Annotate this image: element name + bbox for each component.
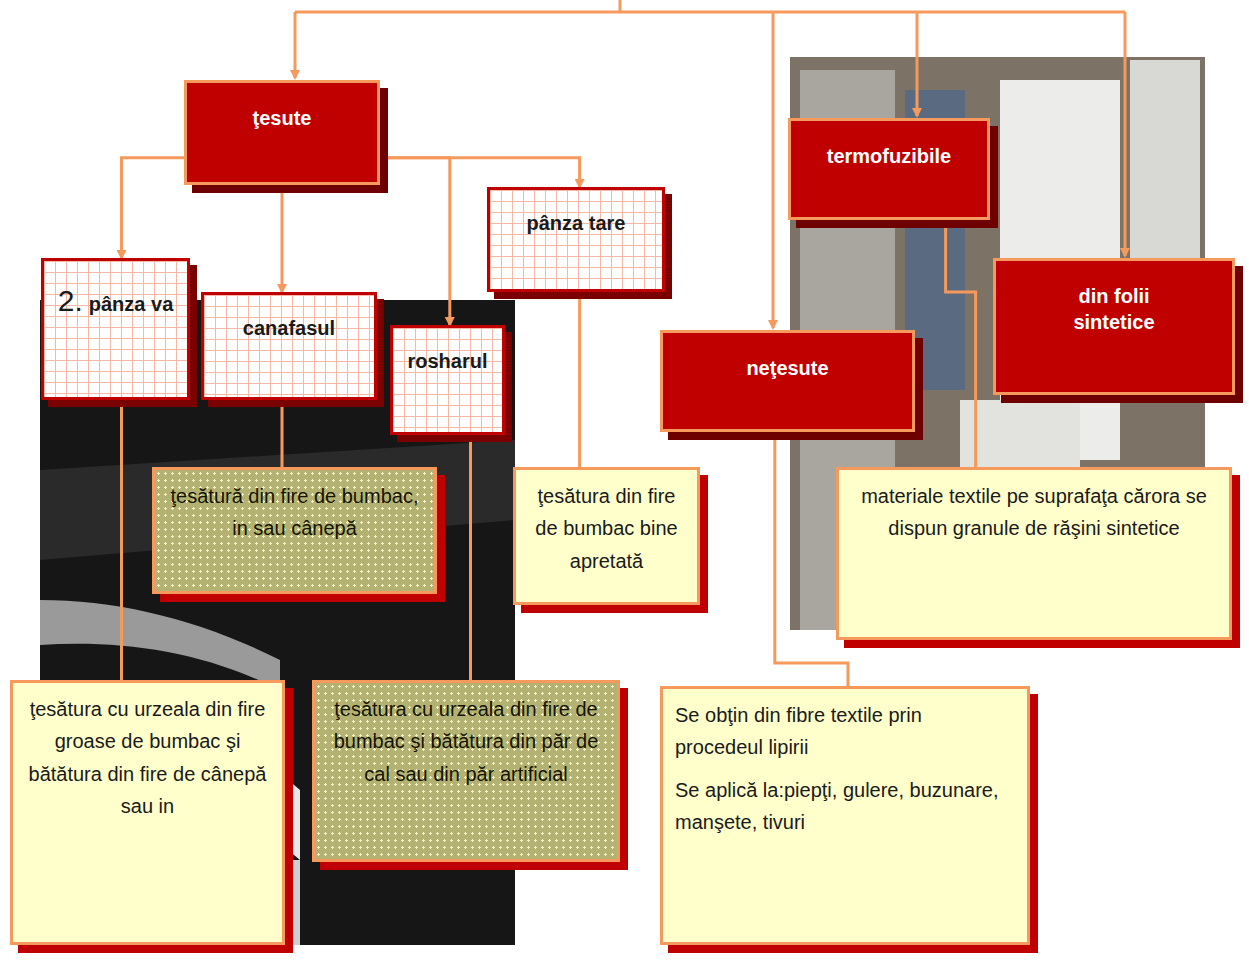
description-text: ţesătura cu urzeala din fire de bumbac ş…	[327, 693, 605, 790]
description-text: ţesătură din fire de bumbac, in sau câne…	[167, 480, 422, 545]
box-title: ţesute	[253, 105, 312, 131]
box-title: din folii sintetice	[1049, 283, 1179, 335]
category-box: termofuzibile	[788, 118, 990, 220]
box-title: pânza va	[89, 291, 173, 317]
description-text: Se obţin din fibre textile prin procedeu…	[675, 699, 1015, 764]
connector	[469, 435, 472, 680]
fabric-box: rosharul	[390, 325, 505, 435]
box-title: termofuzibile	[827, 143, 951, 169]
box-title: neţesute	[746, 355, 828, 381]
box-title: 2.	[58, 281, 83, 320]
fabric-box: 2.pânza va	[41, 258, 190, 400]
description-box: ţesătură din fire de bumbac, in sau câne…	[152, 467, 437, 594]
box-title: canafasul	[243, 315, 335, 341]
description-box: ţesătura cu urzeala din fire groase de b…	[10, 680, 285, 945]
connector	[281, 185, 284, 292]
box-title: rosharul	[407, 348, 487, 374]
description-text: materiale textile pe suprafaţa cărora se…	[851, 480, 1217, 545]
connector	[380, 158, 580, 187]
description-text: ţesătura cu urzeala din fire groase de b…	[25, 693, 270, 823]
connector	[380, 158, 450, 325]
connector	[281, 400, 284, 467]
connector	[946, 220, 976, 467]
category-box: ţesute	[184, 80, 380, 185]
box-title: pânza tare	[527, 210, 626, 236]
connector	[120, 400, 123, 680]
description-box: materiale textile pe suprafaţa cărora se…	[836, 467, 1232, 640]
description-box: Se obţin din fibre textile prin procedeu…	[660, 686, 1030, 945]
description-box: ţesătura din fire de bumbac bine apretat…	[513, 467, 700, 605]
description-text: ţesătura din fire de bumbac bine apretat…	[528, 480, 685, 577]
category-box: neţesute	[660, 330, 915, 432]
connector	[578, 292, 581, 467]
description-text: Se aplică la:piepţi, gulere, buzunare, m…	[675, 774, 1015, 839]
category-box: din folii sintetice	[993, 258, 1235, 395]
description-box: ţesătura cu urzeala din fire de bumbac ş…	[312, 680, 620, 862]
fabric-box: canafasul	[201, 292, 377, 400]
fabric-box: pânza tare	[487, 187, 665, 292]
connector	[122, 158, 185, 258]
